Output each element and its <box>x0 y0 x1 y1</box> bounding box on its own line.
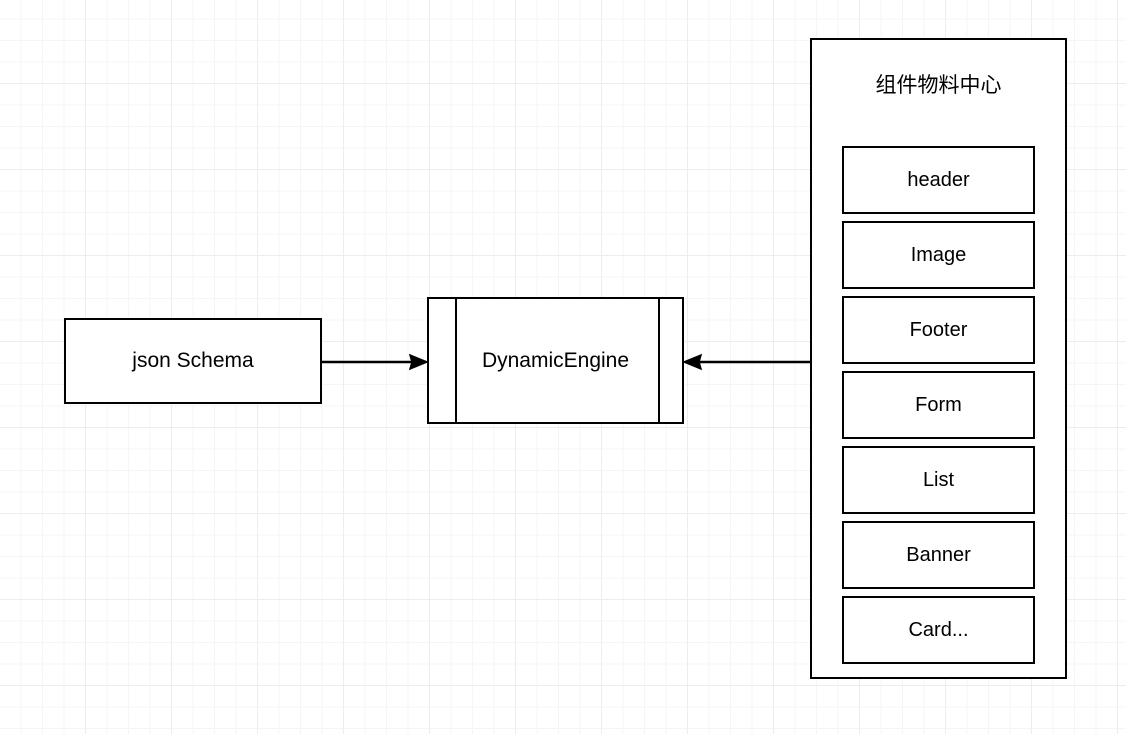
arrowhead-right-icon <box>408 353 429 371</box>
arrowhead-left-icon <box>682 353 703 371</box>
panel-item-label: Footer <box>909 318 968 341</box>
panel-item-header[interactable]: header <box>842 146 1035 214</box>
connector-material-center-to-dynamic-engine[interactable] <box>678 345 816 379</box>
panel-item-list[interactable]: List <box>842 446 1035 514</box>
panel-title: 组件物料中心 <box>875 73 1002 97</box>
panel-item-label: Card... <box>908 618 969 641</box>
panel-item-banner[interactable]: Banner <box>842 521 1035 589</box>
panel-item-card[interactable]: Card... <box>842 596 1035 664</box>
subroutine-bar-right <box>658 297 660 424</box>
subroutine-bar-left <box>455 297 457 424</box>
panel-item-image[interactable]: Image <box>842 221 1035 289</box>
panel-item-label: Banner <box>906 543 971 566</box>
panel-item-label: Image <box>910 243 967 266</box>
node-json-schema[interactable]: json Schema <box>64 318 322 404</box>
panel-item-list: header Image Footer Form List Banner Car… <box>842 146 1035 664</box>
panel-material-center[interactable]: 组件物料中心 header Image Footer Form List Ban… <box>810 38 1067 679</box>
node-dynamic-engine-label: DynamicEngine <box>481 348 630 372</box>
panel-item-label: Form <box>915 393 962 416</box>
panel-item-label: header <box>907 168 970 191</box>
panel-item-form[interactable]: Form <box>842 371 1035 439</box>
node-dynamic-engine[interactable]: DynamicEngine <box>427 297 684 424</box>
panel-item-footer[interactable]: Footer <box>842 296 1035 364</box>
connector-json-schema-to-dynamic-engine[interactable] <box>318 345 433 379</box>
panel-item-label: List <box>922 468 955 491</box>
node-json-schema-label: json Schema <box>132 349 254 373</box>
